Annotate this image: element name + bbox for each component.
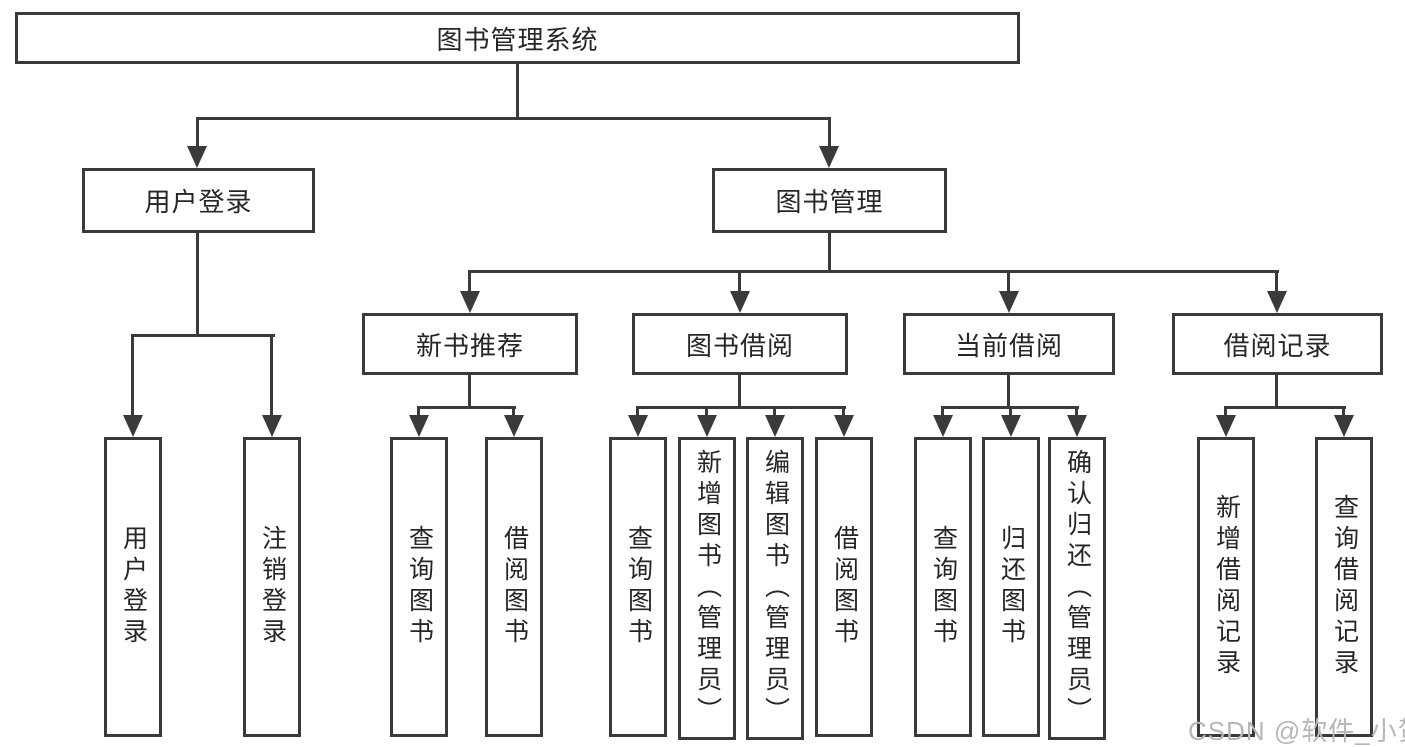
connector-line — [468, 375, 471, 409]
connector-line — [738, 375, 741, 409]
leaf-add-borrow-record: 新增借阅记录 — [1197, 437, 1255, 737]
root-node-box: 图书管理系统 — [15, 12, 1020, 64]
connector-line — [773, 406, 776, 418]
connector-line — [1275, 270, 1278, 293]
connector-line — [516, 64, 519, 119]
leaf-borrow-book-newbook: 借阅图书 — [485, 437, 543, 737]
arrowhead-down-icon — [819, 146, 839, 168]
arrowhead-down-icon — [262, 415, 282, 437]
leaf-label: 查询图书 — [929, 525, 958, 649]
branch-user-login-box: 用户登录 — [82, 168, 315, 233]
arrowhead-down-icon — [834, 415, 854, 437]
connector-line — [468, 270, 471, 293]
connector-line — [941, 406, 944, 418]
leaf-label: 借阅图书 — [500, 525, 529, 649]
connector-line — [1224, 406, 1346, 409]
connector-line — [1342, 406, 1345, 418]
branch-label: 图书管理 — [775, 187, 884, 217]
leaf-query-book-current: 查询图书 — [914, 437, 972, 737]
arrowhead-down-icon — [730, 291, 750, 313]
arrowhead-down-icon — [933, 415, 953, 437]
connector-line — [196, 233, 199, 337]
connector-line — [1075, 406, 1078, 418]
module-label: 借阅记录 — [1223, 330, 1332, 361]
connector-line — [196, 117, 199, 148]
connector-line — [705, 406, 708, 418]
connector-line — [828, 233, 831, 273]
leaf-label: 新增借阅记录 — [1212, 494, 1241, 680]
leaf-borrow-book-borrow: 借阅图书 — [815, 437, 873, 737]
arrowhead-down-icon — [409, 415, 429, 437]
connector-line — [197, 117, 831, 120]
leaf-label: 归还图书 — [997, 525, 1026, 649]
leaf-return-book: 归还图书 — [982, 437, 1040, 737]
connector-line — [131, 334, 134, 417]
arrowhead-down-icon — [1001, 415, 1021, 437]
connector-line — [1009, 406, 1012, 418]
module-label: 图书借阅 — [685, 330, 794, 361]
leaf-label: 查询图书 — [405, 525, 434, 649]
connector-line — [1224, 406, 1227, 418]
leaf-label: 确认归还（管理员） — [1063, 449, 1092, 728]
arrowhead-down-icon — [504, 415, 524, 437]
watermark: CSDN @软件_小贺同学 — [1188, 716, 1405, 746]
module-current-borrow-box: 当前借阅 — [903, 313, 1115, 375]
connector-line — [1007, 375, 1010, 409]
leaf-user-login: 用户登录 — [104, 437, 162, 737]
module-label: 当前借阅 — [954, 330, 1063, 361]
module-new-book-box: 新书推荐 — [362, 313, 578, 375]
leaf-query-book-newbook: 查询图书 — [390, 437, 448, 737]
leaf-label: 查询借阅记录 — [1330, 494, 1359, 680]
connector-line — [417, 406, 516, 409]
connector-line — [417, 406, 420, 418]
arrowhead-down-icon — [123, 415, 143, 437]
arrowhead-down-icon — [765, 415, 785, 437]
connector-line — [828, 117, 831, 148]
leaf-label: 借阅图书 — [830, 525, 859, 649]
leaf-query-borrow-record: 查询借阅记录 — [1315, 437, 1373, 737]
leaf-query-book-borrow: 查询图书 — [609, 437, 667, 737]
module-book-borrow-box: 图书借阅 — [632, 313, 848, 375]
arrowhead-down-icon — [628, 415, 648, 437]
branch-label: 用户登录 — [144, 187, 253, 217]
connector-line — [1275, 375, 1278, 409]
connector-line — [469, 270, 1279, 273]
arrowhead-down-icon — [187, 146, 207, 168]
connector-line — [512, 406, 515, 418]
leaf-label: 编辑图书（管理员） — [761, 449, 790, 728]
connector-line — [636, 406, 846, 409]
leaf-label: 新增图书（管理员） — [693, 449, 722, 728]
leaf-logout: 注销登录 — [243, 437, 301, 737]
connector-line — [636, 406, 639, 418]
leaf-add-book-admin: 新增图书（管理员） — [678, 437, 736, 740]
arrowhead-down-icon — [1216, 415, 1236, 437]
leaf-label: 用户登录 — [119, 525, 148, 649]
branch-book-management-box: 图书管理 — [712, 168, 947, 233]
arrowhead-down-icon — [1267, 291, 1287, 313]
leaf-confirm-return-admin: 确认归还（管理员） — [1048, 437, 1106, 740]
arrowhead-down-icon — [697, 415, 717, 437]
connector-line — [842, 406, 845, 418]
connector-line — [1007, 270, 1010, 293]
module-label: 新书推荐 — [415, 330, 524, 361]
arrowhead-down-icon — [1334, 415, 1354, 437]
connector-line — [738, 270, 741, 293]
arrowhead-down-icon — [1067, 415, 1087, 437]
leaf-edit-book-admin: 编辑图书（管理员） — [746, 437, 804, 740]
root-node-label: 图书管理系统 — [436, 24, 599, 55]
arrowhead-down-icon — [460, 291, 480, 313]
module-borrow-record-box: 借阅记录 — [1172, 313, 1383, 375]
leaf-label: 查询图书 — [624, 525, 653, 649]
connector-line — [270, 334, 273, 417]
arrowhead-down-icon — [999, 291, 1019, 313]
connector-line — [132, 334, 275, 337]
leaf-label: 注销登录 — [258, 525, 287, 649]
